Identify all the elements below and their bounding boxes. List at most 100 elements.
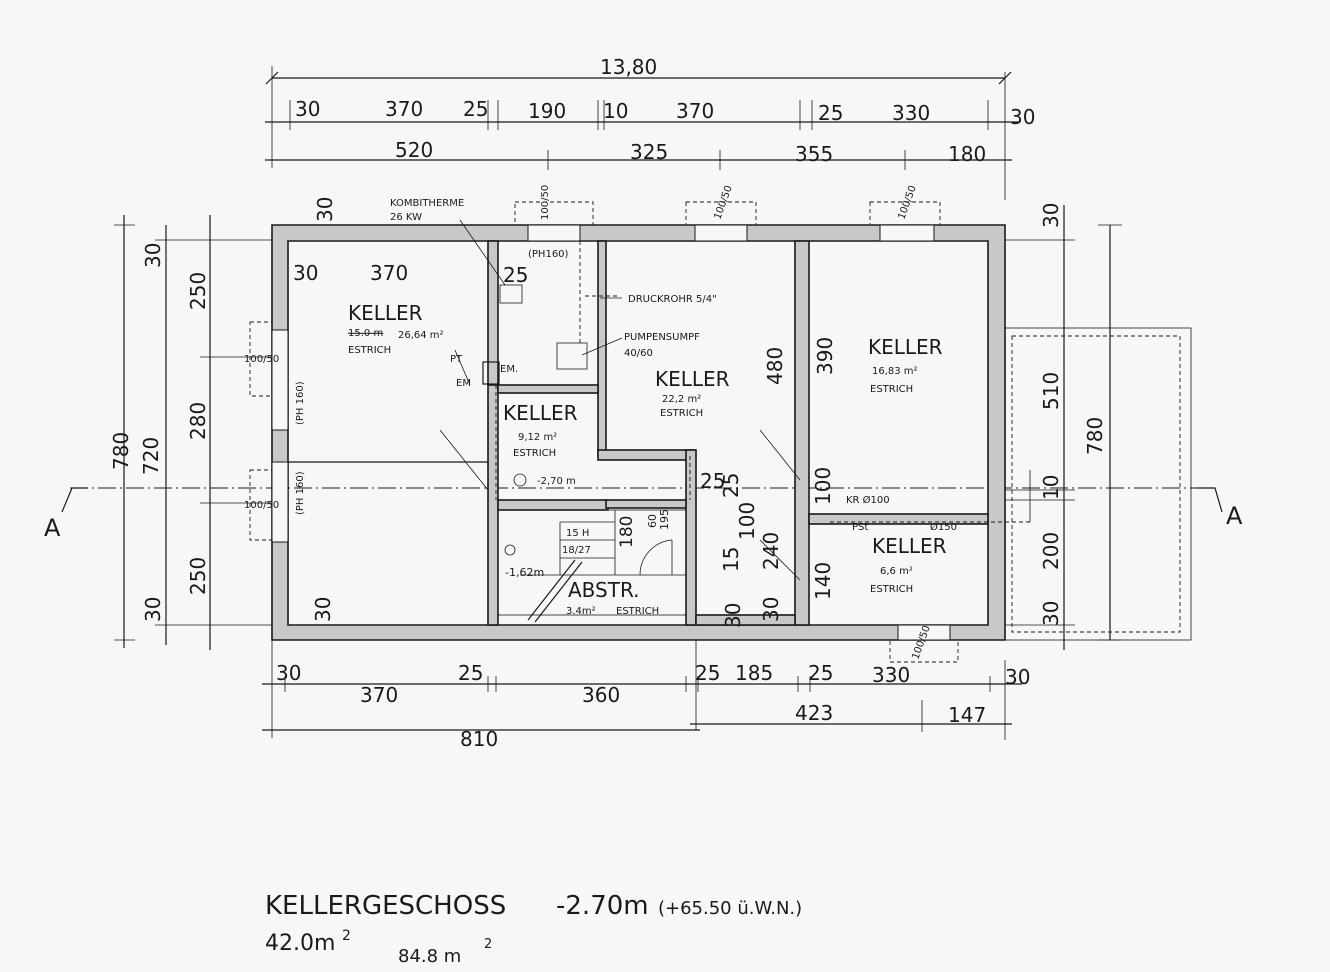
dim-left-4: 250 (186, 557, 210, 595)
label-sewer: PSt (852, 522, 868, 533)
bottom-dimensions (262, 632, 1022, 740)
dim-left-inner: 720 (139, 437, 163, 475)
plan-level: -2.70m (556, 891, 649, 921)
room-2-area: 9,12 m² (518, 432, 557, 443)
dim-top-3: 25 (463, 97, 488, 121)
room-6-name: ABSTR. (568, 578, 640, 602)
dim-inner-4: 25 (503, 263, 528, 287)
label-em2: EM (456, 378, 471, 389)
dim-top-7: 25 (818, 101, 843, 125)
dim-inner-3: 370 (370, 261, 408, 285)
dim-inner-15: 60 (646, 514, 659, 528)
dim-top2-3: 355 (795, 142, 833, 166)
room-4-floor: ESTRICH (870, 384, 913, 395)
dim-right-4: 200 (1039, 532, 1063, 570)
dim-right-1: 30 (1039, 203, 1063, 228)
room-2-floor: ESTRICH (513, 448, 556, 459)
dim-top-6: 370 (676, 99, 714, 123)
dim-right-total: 780 (1083, 417, 1107, 455)
label-stairs-ratio: 18/27 (562, 545, 591, 556)
dim-inner-18: 30 (721, 603, 745, 628)
dim-top-total: 13,80 (600, 55, 657, 79)
dim-inner-16: 195 (658, 509, 671, 530)
dim-top-9: 30 (1010, 105, 1035, 129)
equipment (482, 241, 1031, 590)
plan-title: KELLERGESCHOSS (265, 891, 506, 921)
room-6-floor: ESTRICH (616, 606, 659, 617)
dim-bot-3: 25 (695, 661, 720, 685)
dim-top-8: 330 (892, 101, 930, 125)
dim-inner-6: 480 (763, 347, 787, 385)
dim-right-2: 510 (1039, 372, 1063, 410)
dim-top-1: 30 (295, 97, 320, 121)
dim-inner-1: 30 (313, 197, 337, 222)
label-window-5: 100/50 (244, 354, 279, 365)
room-4-name: KELLER (868, 335, 943, 359)
dim-bot-1: 30 (276, 661, 301, 685)
dim-bot-6: 330 (872, 663, 910, 687)
dim-inner-13: 30 (759, 597, 783, 622)
plan-area: 42.0m (265, 931, 335, 956)
left-dimensions (114, 215, 280, 650)
label-kombitherme-kw: 26 KW (390, 212, 422, 223)
plan-elevation: (+65.50 ü.W.N.) (658, 898, 802, 919)
dim-bot-7: 30 (1005, 665, 1030, 689)
dim-bot2-3: 423 (795, 701, 833, 725)
dim-inner-17: 180 (617, 516, 637, 548)
dim-inner-9: 25 (719, 473, 743, 498)
dim-top-2: 370 (385, 97, 423, 121)
label-ph160-left1: (PH 160) (295, 381, 306, 425)
dim-inner-19: 25 (700, 469, 725, 493)
dim-top2-4: 180 (948, 142, 986, 166)
label-stair-level: -1,62m (505, 566, 544, 579)
dim-bot-5: 25 (808, 661, 833, 685)
label-window-2: 100/50 (712, 184, 734, 221)
walls (271, 224, 1006, 641)
label-window-4: 100/50 (910, 624, 932, 661)
dim-top-5: 10 (603, 99, 628, 123)
dim-top2-2: 325 (630, 140, 668, 164)
label-window-6: 100/50 (244, 500, 279, 511)
dim-bot2-1: 370 (360, 683, 398, 707)
dim-top-4: 190 (528, 99, 566, 123)
dim-top2-1: 520 (395, 138, 433, 162)
stairs (497, 509, 687, 623)
room-3-area: 22,2 m² (662, 394, 701, 405)
room-1-floor: ESTRICH (348, 345, 391, 356)
room-1-area-old: 15.0 m (348, 328, 383, 339)
label-em1: EM. (500, 364, 518, 375)
label-pt: PT (450, 354, 463, 365)
plan-area-sup: 2 (342, 928, 351, 944)
room-6-area: 3.4m² (566, 606, 596, 617)
room-5-floor: ESTRICH (870, 584, 913, 595)
label-kombitherme: KOMBITHERME (390, 198, 464, 209)
dim-left-5: 30 (141, 597, 165, 622)
room-3-floor: ESTRICH (660, 408, 703, 419)
dim-inner-7: 390 (813, 337, 837, 375)
dim-inner-12: 100 (735, 502, 759, 540)
top-dimensions (265, 66, 1020, 200)
room-5-name: KELLER (872, 534, 947, 558)
label-pumpensumpf-size: 40/60 (624, 348, 653, 359)
label-sewer-dn: Ø150 (930, 521, 957, 533)
room-2-name: KELLER (503, 401, 578, 425)
plan-area2-sup: 2 (484, 937, 492, 952)
dim-bot2-2: 360 (582, 683, 620, 707)
room-1-area: 26,64 m² (398, 330, 444, 341)
dim-left-2: 250 (186, 272, 210, 310)
label-window-1: 100/50 (540, 185, 551, 220)
plan-area2: 84.8 m (398, 946, 461, 967)
label-kr: KR Ø100 (846, 494, 890, 506)
dim-inner-11: 15 (719, 547, 743, 572)
dim-bot-total: 810 (460, 727, 498, 751)
dim-inner-8: 100 (811, 467, 835, 505)
dim-bot2-4: 147 (948, 703, 986, 727)
room-2-level: -2,70 m (537, 476, 576, 487)
dim-left-3: 280 (186, 402, 210, 440)
dim-bot-2: 25 (458, 661, 483, 685)
dim-right-3: 10 (1039, 475, 1063, 500)
dim-inner-10: 240 (759, 532, 783, 570)
dim-right-5: 30 (1039, 601, 1063, 626)
